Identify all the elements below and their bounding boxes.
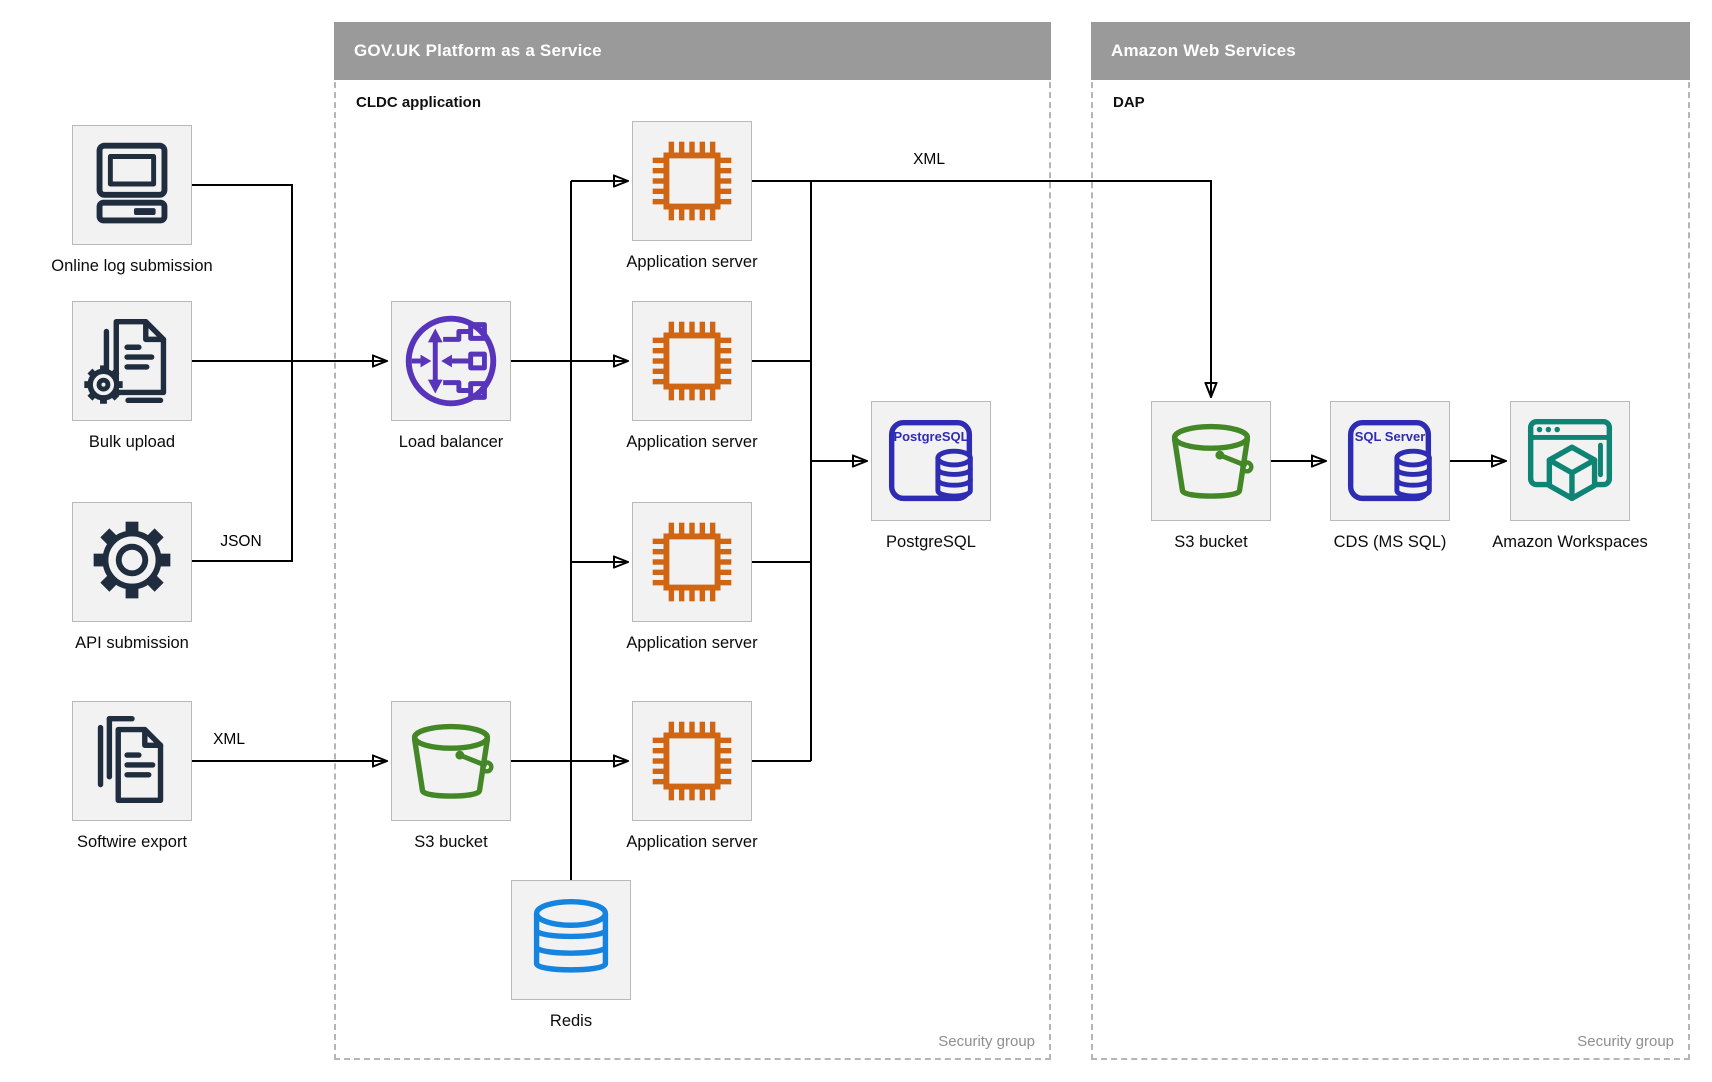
node-application-server-1: Application server <box>626 121 758 271</box>
node-softwire-export: Softwire export <box>72 701 192 851</box>
paas-title: GOV.UK Platform as a Service <box>354 41 602 60</box>
node-bulk-upload: Bulk upload <box>72 301 192 451</box>
sql-server-icon-text: SQL Server <box>1354 429 1426 444</box>
node-label: PostgreSQL <box>886 533 976 551</box>
documents-icon <box>97 716 164 804</box>
edge-label-xml-softwire: XML <box>210 731 248 749</box>
postgresql-icon-text: PostgreSQL <box>893 429 969 444</box>
node-postgresql: PostgreSQL PostgreSQL <box>871 401 991 551</box>
computer-icon <box>96 142 168 224</box>
node-label: Application server <box>626 833 758 851</box>
node-s3-bucket-aws: S3 bucket <box>1151 401 1271 551</box>
node-redis: Redis <box>511 880 631 1030</box>
node-application-server-2: Application server <box>626 301 758 451</box>
node-label: Online log submission <box>51 257 213 275</box>
edge-label-xml-app: XML <box>910 151 948 169</box>
sql-server-icon: SQL Server <box>1331 402 1449 520</box>
node-label: CDS (MS SQL) <box>1333 533 1447 551</box>
node-label: Redis <box>549 1012 593 1030</box>
edge-label-json: JSON <box>217 533 265 551</box>
node-label: Softwire export <box>76 833 188 851</box>
node-label: API submission <box>75 634 189 652</box>
gear-icon <box>93 521 171 599</box>
node-load-balancer: Load balancer <box>391 301 511 451</box>
node-label: S3 bucket <box>414 833 488 851</box>
chip-icon <box>652 721 732 801</box>
node-online-log-submission: Online log submission <box>51 125 213 275</box>
s3-bucket-icon <box>411 723 494 799</box>
aws-container: Amazon Web Services DAP Security group <box>1091 22 1690 1060</box>
aws-header: Amazon Web Services <box>1091 22 1690 80</box>
node-application-server-4: Application server <box>626 701 758 851</box>
aws-security-group-label: Security group <box>1577 1033 1674 1050</box>
workspaces-icon <box>1527 418 1613 502</box>
node-label: Application server <box>626 433 758 451</box>
node-api-submission: API submission <box>72 502 192 652</box>
node-s3-bucket-paas: S3 bucket <box>391 701 511 851</box>
node-label: Amazon Workspaces <box>1492 533 1648 551</box>
chip-icon <box>652 321 732 401</box>
database-icon <box>533 898 609 973</box>
node-label: Load balancer <box>398 433 504 451</box>
chip-icon <box>652 522 732 602</box>
node-label: Application server <box>626 253 758 271</box>
paas-group-label: CLDC application <box>356 94 482 111</box>
document-gear-icon <box>84 318 167 404</box>
paas-security-group-label: Security group <box>938 1033 1035 1050</box>
node-cds-mssql: SQL Server CDS (MS SQL) <box>1330 401 1450 551</box>
node-label: S3 bucket <box>1174 533 1248 551</box>
aws-title: Amazon Web Services <box>1111 41 1296 60</box>
node-amazon-workspaces: Amazon Workspaces <box>1492 401 1648 551</box>
node-label: Application server <box>626 634 758 652</box>
node-label: Bulk upload <box>88 433 176 451</box>
s3-bucket-icon <box>1171 423 1254 499</box>
chip-icon <box>652 141 732 221</box>
load-balancer-icon <box>405 315 497 407</box>
paas-header: GOV.UK Platform as a Service <box>334 22 1051 80</box>
aws-group-label: DAP <box>1113 94 1145 111</box>
node-application-server-3: Application server <box>626 502 758 652</box>
postgresql-icon: PostgreSQL <box>872 402 990 520</box>
